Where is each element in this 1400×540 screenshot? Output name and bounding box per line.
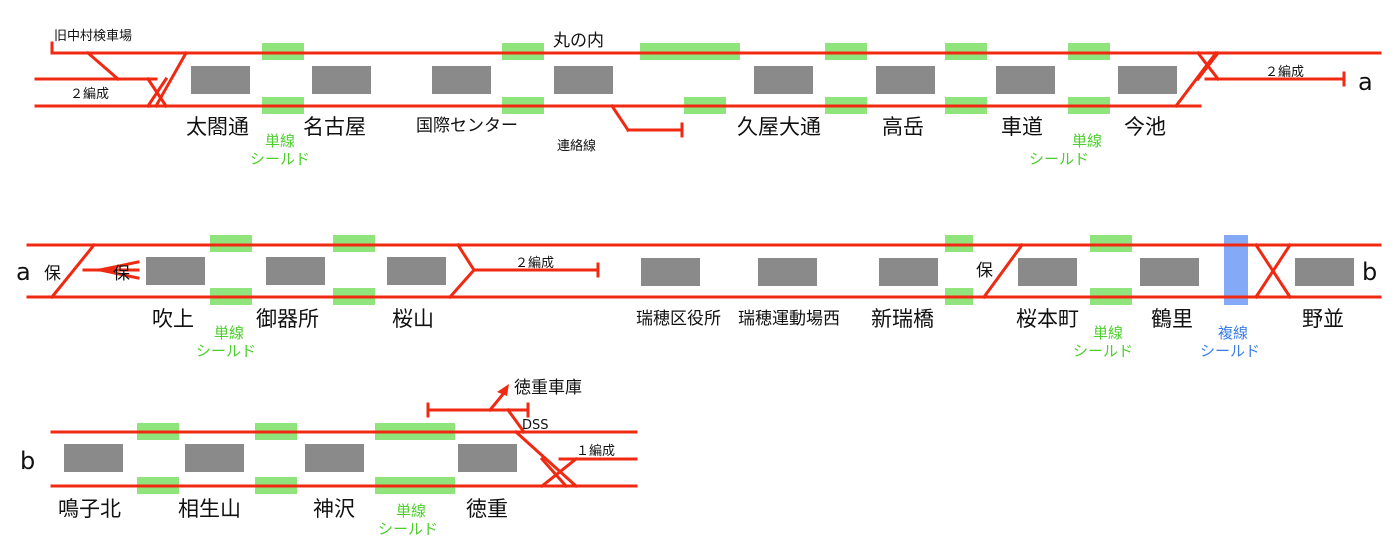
shield-note-line2: シールド [1029,150,1089,168]
ho-label: 保 [976,261,993,281]
platform-takaoka [876,66,935,94]
row2-platforms [146,257,1354,286]
shield-note-line1: 単線 [1093,324,1123,342]
track-line [85,50,121,82]
platform-taikodori [191,66,250,94]
track-line [513,429,579,489]
row2-labels: a 保 保 保 ２編成 b 吹上 御器所 桜山 瑞穂区役所 瑞穂運動場西 新瑞橋… [16,255,1377,360]
track-line [487,390,507,413]
track-line [981,242,1025,300]
shield-note-line1: 単線 [214,324,244,342]
station-label: 名古屋 [303,115,366,139]
station-label: 鳴子北 [58,497,121,521]
platform-marunouchi [554,66,613,94]
platform-mizuho-kuyakusho [641,258,700,286]
station-label: 桜山 [392,307,434,331]
station-label: 神沢 [313,497,355,521]
double-shield-note-line1: 複線 [1218,324,1248,342]
shield-note-line2: シールド [196,342,256,360]
row1-labels: 旧中村検車場 ２編成 丸の内 連絡線 ２編成 a 太閤通 名古屋 国際センター … [54,29,1373,168]
ho-label: 保 [44,264,61,284]
platform-mizuho-undojo-nishi [758,258,817,286]
platform-aioiyama [185,444,244,472]
platform-sakura-honmachi [1018,258,1077,286]
track-line [505,407,527,435]
shield-note-line1: 単線 [1072,132,1102,150]
row1-platforms [191,66,1177,94]
connector-a-label: a [16,258,31,286]
connecting-line-label: 連絡線 [557,138,596,154]
shield-note-line1: 単線 [396,502,426,520]
track-line [455,242,477,273]
double-shield-block [1224,235,1248,305]
row1-tracks [34,41,1382,138]
station-label: 鶴里 [1151,307,1193,331]
station-label: 吹上 [152,307,194,331]
station-label: 御器所 [256,307,319,331]
row3-shields [137,423,455,494]
platform-hisaya-odori [754,66,813,94]
platform-kurumamichi [996,66,1055,94]
platform-fukiage [146,257,205,285]
station-label: 太閤通 [186,115,249,139]
platform-imaike [1118,66,1177,94]
double-shield-note-line2: シールド [1200,342,1260,360]
row3-labels: b 徳重車庫 DSS １編成 鳴子北 相生山 神沢 徳重 単線 シールド [20,378,615,538]
station-label: 徳重 [466,497,508,521]
station-label: 車道 [1001,115,1043,139]
platform-kamiyashiro [305,444,364,472]
row3-tracks [50,384,638,489]
platform-narukokita [64,444,123,472]
station-label: 久屋大通 [737,115,821,139]
depot-arrow-icon [497,384,509,396]
station-label: 相生山 [178,497,241,521]
station-label: 国際センター [416,116,518,136]
track-line [609,103,631,133]
station-label: 桜本町 [1016,307,1079,331]
station-label: 新瑞橋 [871,307,934,331]
row3-platforms [64,444,517,472]
depot-label: 徳重車庫 [514,378,582,398]
ho-label: 保 [113,264,130,284]
track-line [1253,242,1293,300]
track-line [145,76,169,109]
track-line [98,260,140,272]
station-label: 高岳 [882,115,924,139]
shield-note-line2: シールド [250,150,310,168]
station-label: 野並 [1302,307,1344,331]
track-line [98,268,140,280]
platform-aratamabashi [879,258,938,286]
platform-sakurayama [387,257,446,285]
station-marunouchi-label: 丸の内 [553,31,604,51]
platform-kokusai-center [432,66,491,94]
row2-tracks [26,242,1382,300]
dss-label: DSS [522,418,549,433]
shield-note-line2: シールド [1073,342,1133,360]
connector-a-label: a [1358,68,1373,96]
yard-label: 旧中村検車場 [54,29,132,44]
platform-gokiso [266,257,325,285]
track-line [539,456,569,489]
connector-b-label: b [1362,258,1377,286]
formation-label: ２編成 [515,255,554,271]
station-label: 瑞穂運動場西 [738,309,840,329]
station-label: 今池 [1124,115,1166,139]
platform-tokushige [458,444,517,472]
connector-b-label: b [20,447,35,475]
platform-nonami [1295,258,1354,286]
track-line [1195,50,1221,82]
formation-label: １編成 [576,443,615,459]
platform-tsurusato [1140,258,1199,286]
formation-label: ２編成 [70,86,109,102]
station-label: 瑞穂区役所 [636,309,721,329]
platform-nagoya [312,66,371,94]
shield-note-line1: 単線 [265,132,295,150]
formation-label: ２編成 [1265,64,1304,80]
track-line [447,267,477,300]
shield-note-line2: シールド [378,520,438,538]
track-line [49,242,97,300]
